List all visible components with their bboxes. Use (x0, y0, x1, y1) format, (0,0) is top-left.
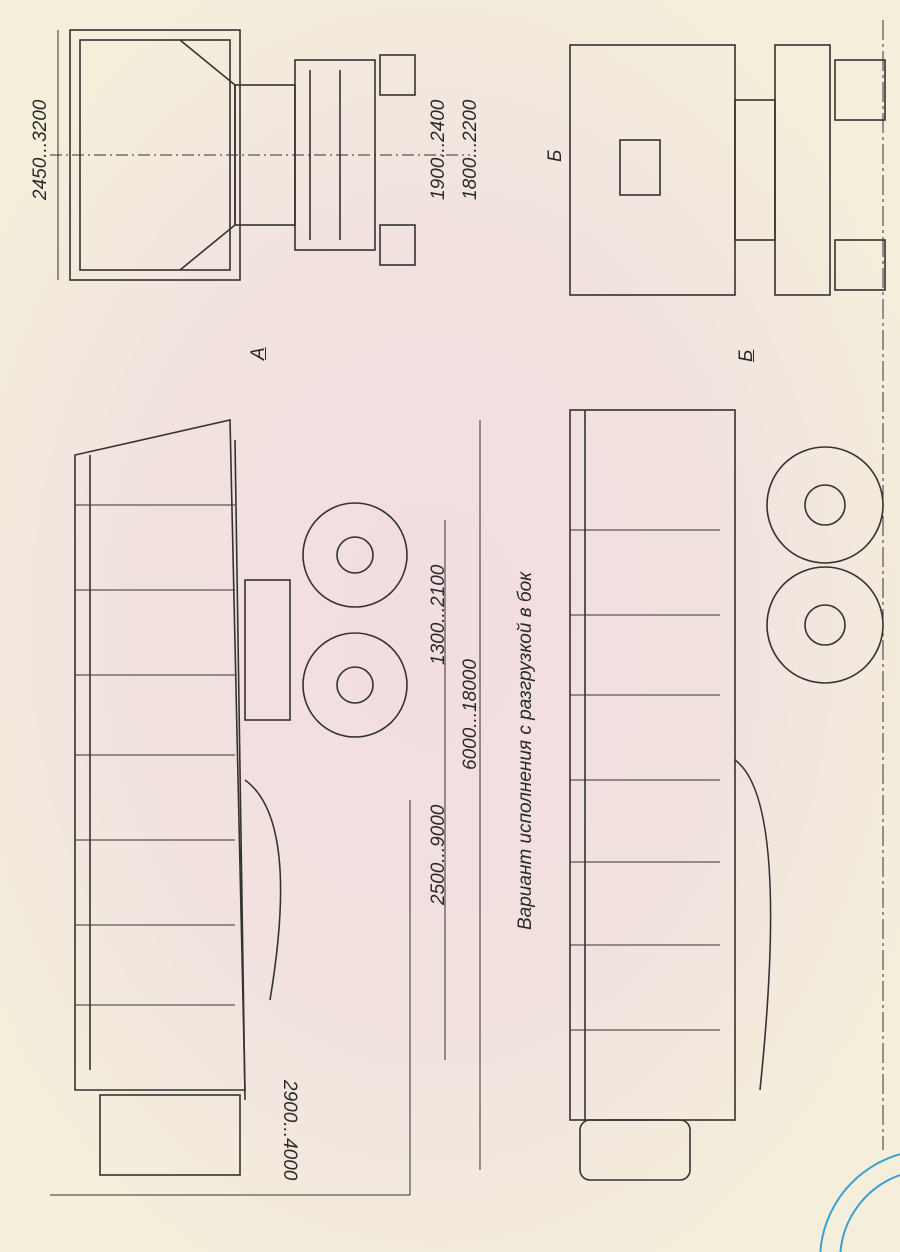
end-view-a (50, 29, 470, 281)
side-view-b (569, 409, 884, 1181)
end-view-b (569, 20, 886, 1150)
view-label-b-end: Б (545, 149, 566, 162)
view-label-b-side: Б (736, 349, 757, 362)
dimension-height: 2900...4000 (279, 1080, 300, 1181)
dimension-track-outer: 1900...2400 (428, 99, 449, 200)
side-view-a (50, 419, 481, 1196)
dimension-axle-spacing: 1300...2100 (428, 564, 449, 665)
dimension-kingpin-axle: 2500...9000 (428, 804, 449, 905)
dimension-end-width: 2450...3200 (30, 99, 51, 200)
dimension-body-length: 6000...18000 (460, 659, 481, 770)
caption: Вариант исполнения с разгрузкой в бок (515, 571, 536, 930)
stamp (819, 1153, 900, 1252)
dimension-track-inner: 1800...2200 (460, 99, 481, 200)
view-label-a: А (248, 347, 269, 360)
